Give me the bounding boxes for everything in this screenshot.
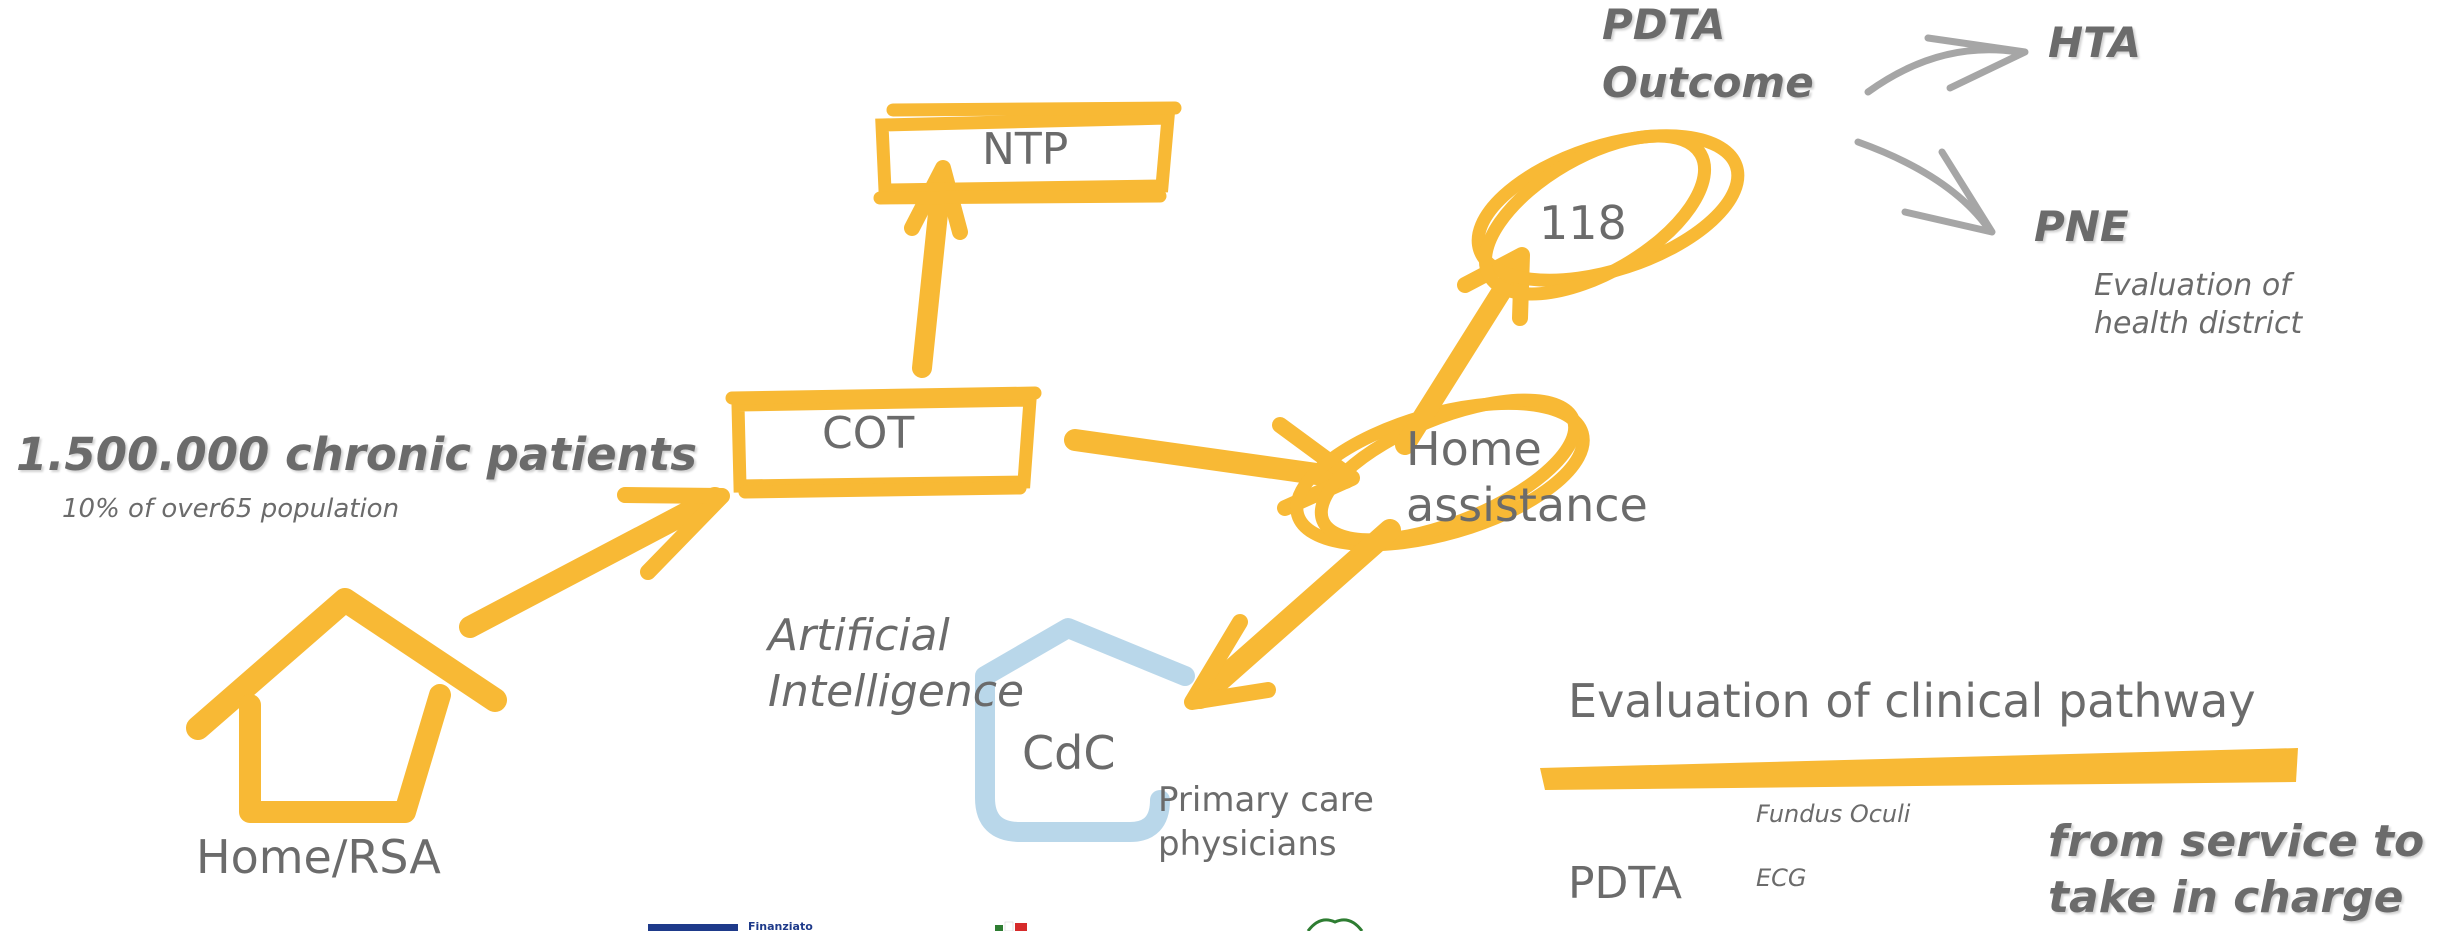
fundus-oculi-label: Fundus Oculi xyxy=(1756,800,1911,828)
ai-label-line2: Intelligence xyxy=(768,666,1025,717)
home-rsa-house-icon xyxy=(186,588,507,823)
node-home-rsa-label: Home/RSA xyxy=(196,830,441,884)
node-home-assistance-line1: Home xyxy=(1406,422,1542,476)
ai-label-line1: Artificial xyxy=(768,610,950,661)
italian-emblem-icon xyxy=(1306,918,1364,931)
ntp-box xyxy=(873,101,1182,205)
ecg-label: ECG xyxy=(1756,864,1807,892)
arrow-cot-to-ntp xyxy=(904,160,968,378)
clinical-pathway-title: Evaluation of clinical pathway xyxy=(1568,674,2256,728)
primary-care-line1: Primary care xyxy=(1158,780,1374,820)
slogan-line2: take in charge xyxy=(2048,872,2404,923)
node-118-label: 118 xyxy=(1539,196,1627,250)
arrow-cot-to-home-assistance xyxy=(1064,417,1360,516)
chronic-patients-title: 1.500.000 chronic patients xyxy=(16,428,698,481)
arrow-pdta-outcome-to-hta xyxy=(1864,34,2029,96)
primary-care-line2: physicians xyxy=(1158,824,1337,864)
chronic-patients-subtitle: 10% of over65 population xyxy=(62,494,400,524)
node-ntp-label: NTP xyxy=(982,124,1069,175)
eu-flag-icon xyxy=(648,924,738,931)
slogan-line1: from service to xyxy=(2048,816,2425,867)
pne-sub-line2: health district xyxy=(2094,306,2303,341)
loop-118 xyxy=(1471,129,1745,301)
italy-flag-icon xyxy=(995,921,1027,931)
cot-box xyxy=(725,386,1042,499)
node-cot-label: COT xyxy=(822,408,915,459)
arrow-pdta-outcome-to-pne xyxy=(1854,138,1996,236)
hta-label: HTA xyxy=(2048,18,2142,67)
arrow-home-assistance-to-cdc xyxy=(1184,519,1401,710)
node-cdc-label: CdC xyxy=(1022,726,1116,780)
pne-label: PNE xyxy=(2034,202,2129,251)
cdc-house-outline xyxy=(975,618,1195,842)
pne-sub-line1: Evaluation of xyxy=(2094,268,2291,303)
node-home-assistance-line2: assistance xyxy=(1406,478,1648,532)
pdta-outcome-line2: Outcome xyxy=(1602,58,1814,107)
pdta-outcome-line1: PDTA xyxy=(1602,0,1726,49)
eu-logo-text: Finanziato xyxy=(748,920,813,933)
pdta-label: PDTA xyxy=(1568,858,1682,909)
clinical-pathway-underline xyxy=(1540,748,2298,790)
arrow-home-to-cot xyxy=(459,487,730,638)
